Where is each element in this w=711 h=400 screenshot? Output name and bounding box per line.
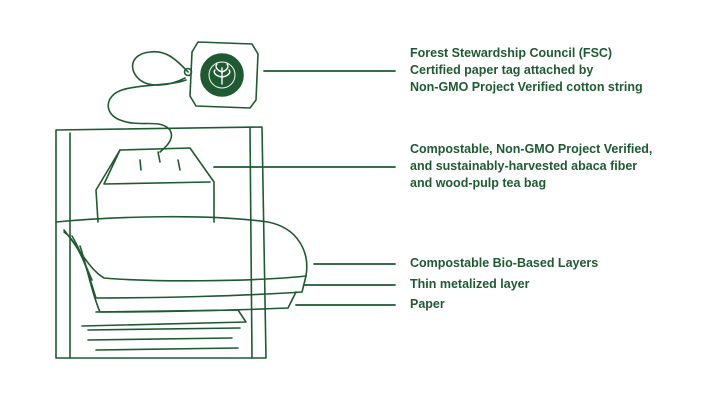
bio-based-layers <box>55 215 308 282</box>
leader-lines <box>213 70 396 306</box>
callout-text: Compostable, Non-GMO Project Verified, <box>410 142 653 156</box>
callout-teabag: Compostable, Non-GMO Project Verified, a… <box>410 141 652 192</box>
inner-sheet <box>81 309 247 351</box>
callout-metal: Thin metalized layer <box>410 276 529 293</box>
callout-text: Compostable Bio-Based Layers <box>410 256 599 270</box>
tea-bag <box>95 147 215 223</box>
callout-text: and wood-pulp tea bag <box>410 176 547 190</box>
leaf-icon <box>213 63 231 85</box>
callout-text: Thin metalized layer <box>410 277 530 291</box>
callout-text: Forest Stewardship Council (FSC) <box>410 46 613 60</box>
callout-biolayers: Compostable Bio-Based Layers <box>410 255 598 272</box>
paper-layer <box>79 245 297 313</box>
cotton-string <box>107 50 189 153</box>
callout-paper: Paper <box>410 296 445 313</box>
callout-text: Certified paper tag attached by <box>410 63 594 77</box>
callout-tag: Forest Stewardship Council (FSC) Certifi… <box>410 45 643 96</box>
callout-text: Paper <box>410 297 445 311</box>
callout-text: Non-GMO Project Verified cotton string <box>410 80 643 94</box>
metalized-layer <box>71 235 307 299</box>
callout-text: and sustainably-harvested abaca fiber <box>410 159 638 173</box>
paper-tag: TRADITIONAL MEDICINALS <box>183 41 259 109</box>
